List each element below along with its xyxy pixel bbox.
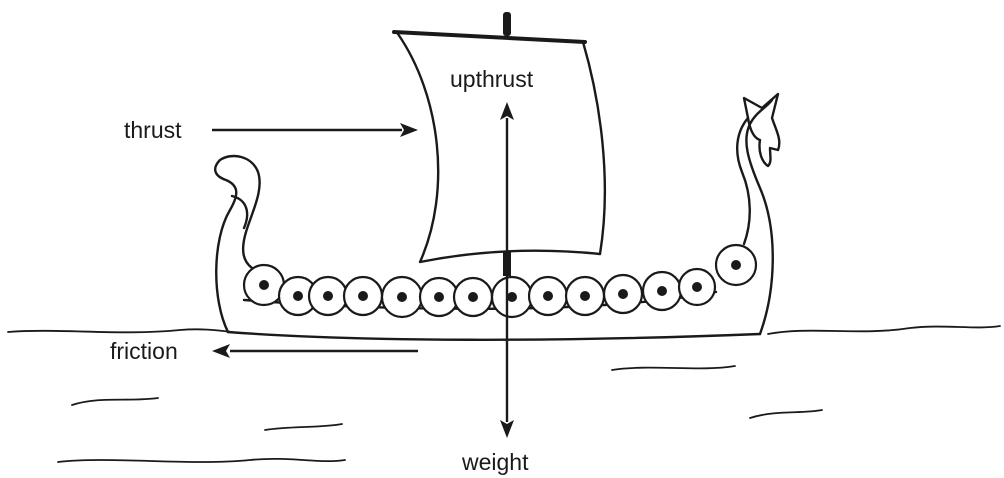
shield-boss	[580, 291, 590, 301]
upthrust-label: upthrust	[450, 66, 534, 92]
wave-3	[58, 459, 345, 462]
waterline-right	[768, 326, 1000, 334]
shield-boss	[358, 291, 368, 301]
mast-top	[503, 12, 511, 36]
friction-arrowhead	[212, 344, 230, 358]
wave-4	[612, 366, 735, 370]
wave-5	[750, 410, 822, 418]
shield-boss	[397, 292, 407, 302]
friction-label: friction	[110, 338, 178, 364]
upthrust-arrowhead	[500, 102, 514, 120]
shield-boss	[259, 280, 269, 290]
shield-boss	[618, 289, 628, 299]
shield-boss	[507, 292, 517, 302]
shield-boss	[692, 282, 702, 292]
yard-arm	[394, 32, 585, 42]
waterline-left	[8, 329, 232, 332]
shield-boss	[468, 292, 478, 302]
force-labels: thrust upthrust friction weight	[110, 66, 534, 475]
wave-1	[72, 398, 158, 405]
thrust-arrowhead	[400, 123, 418, 137]
weight-label: weight	[461, 449, 529, 475]
shield-boss	[657, 286, 667, 296]
shield-boss	[293, 291, 303, 301]
thrust-label: thrust	[124, 117, 182, 143]
shield-boss	[731, 260, 741, 270]
hull-bottom	[228, 332, 760, 340]
bow-inner	[737, 118, 750, 244]
shield-row	[244, 245, 756, 317]
shield-boss	[543, 291, 553, 301]
wave-2	[265, 424, 342, 430]
shield-boss	[323, 291, 333, 301]
shield-boss	[434, 292, 444, 302]
stern-curl	[215, 156, 259, 332]
weight-arrowhead	[500, 420, 514, 438]
